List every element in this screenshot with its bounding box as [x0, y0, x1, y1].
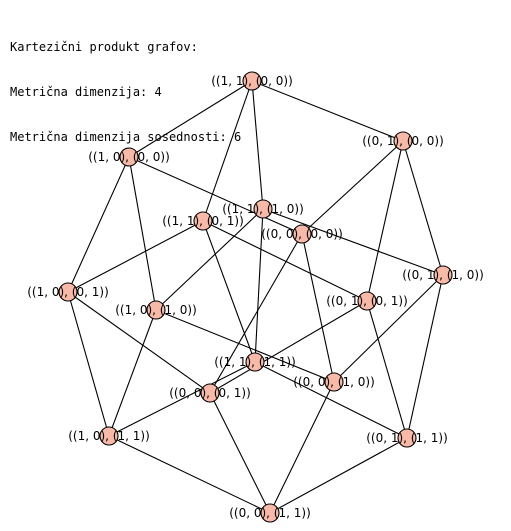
node-label: ((0, 0), (1, 0))	[293, 375, 375, 389]
graph-edge	[67, 220, 204, 293]
graph-edge	[128, 156, 303, 235]
graph-edge	[209, 300, 368, 394]
node-label: ((1, 0), (0, 1))	[27, 285, 109, 299]
node-label: ((1, 0), (1, 1))	[68, 429, 150, 443]
graph-edges	[67, 80, 444, 514]
graph-edge	[406, 274, 444, 439]
node-label: ((0, 1), (1, 0))	[402, 268, 484, 282]
graph-edge	[402, 140, 444, 276]
graph-node	[324, 372, 344, 392]
node-label: ((0, 0), (0, 1))	[169, 386, 251, 400]
node-label: ((1, 1), (0, 1))	[162, 214, 244, 228]
graph-edge	[67, 291, 110, 437]
graph-edge	[254, 208, 264, 363]
graph-nodes: ((1, 1), (0, 0)) ((0, 1), (0, 0)) ((1, 0),…	[27, 71, 484, 523]
graph-edge	[333, 274, 444, 383]
graph-node	[119, 147, 139, 167]
graph-node	[393, 131, 413, 151]
graph-edge	[269, 381, 335, 514]
graph-edge	[262, 208, 444, 276]
graph-title: Kartezični produkt grafov:	[10, 40, 198, 54]
graph-edge	[251, 80, 404, 142]
graph-edge	[254, 361, 408, 439]
graph-edge	[108, 361, 256, 437]
graph-edge	[269, 437, 408, 514]
graph-edge	[67, 291, 211, 394]
graph-node	[433, 265, 453, 285]
graph-edge	[128, 80, 253, 158]
graph-edge	[209, 233, 303, 394]
graph-edge	[366, 300, 408, 439]
node-label: ((1, 0), (0, 0))	[88, 150, 170, 164]
node-label: ((0, 1), (0, 1))	[326, 294, 408, 308]
metric-dimension-text: Metrična dimenzija: 4	[10, 85, 162, 99]
node-label: ((1, 1), (1, 0))	[222, 202, 304, 216]
graph-node	[200, 383, 220, 403]
graph-node	[58, 282, 78, 302]
graph-edge	[128, 156, 157, 311]
graph-edge	[108, 309, 157, 437]
graph-node	[146, 300, 166, 320]
graph-node	[99, 426, 119, 446]
node-label: ((0, 0), (1, 1))	[229, 506, 311, 520]
graph-edge	[202, 220, 256, 363]
graph-edge	[155, 309, 335, 383]
graph-node	[260, 503, 280, 523]
graph-node	[357, 291, 377, 311]
node-label: ((0, 1), (1, 1))	[366, 431, 448, 445]
graph-edge	[155, 208, 264, 311]
graph-edge	[209, 392, 271, 514]
graph-node	[193, 211, 213, 231]
node-label: ((1, 1), (1, 1))	[214, 355, 296, 369]
graph-edge	[251, 80, 264, 210]
graph-node	[292, 224, 312, 244]
graph-node	[245, 352, 265, 372]
graph-edge	[301, 140, 404, 235]
graph-edge	[67, 156, 130, 293]
node-label: ((1, 0), (1, 0))	[115, 303, 197, 317]
graph-edge	[202, 80, 253, 222]
graph-edge	[301, 233, 335, 383]
graph-edge	[108, 435, 271, 514]
graph-node	[253, 199, 273, 219]
graph-edge	[366, 140, 404, 302]
graph-node	[397, 428, 417, 448]
graph-node	[242, 71, 262, 91]
node-label: ((0, 1), (0, 0))	[362, 134, 444, 148]
node-label: ((1, 1), (0, 0))	[211, 74, 293, 88]
graph-edge	[202, 220, 368, 302]
node-label: ((0, 0), (0, 0))	[261, 227, 343, 241]
